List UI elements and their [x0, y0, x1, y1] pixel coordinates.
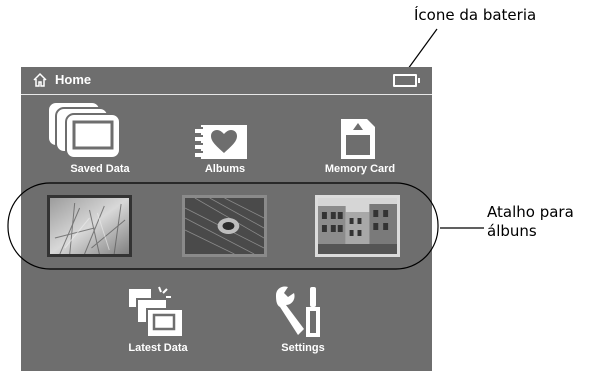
latest-data-icon	[129, 286, 184, 338]
album-shortcut-callout-line1: Atalho para	[487, 203, 574, 221]
albums-icon	[195, 125, 247, 159]
memory-card-label: Memory Card	[324, 163, 396, 175]
building-street-photo-icon	[318, 198, 397, 254]
memory-card-icon	[341, 119, 375, 159]
page-title: Home	[55, 72, 92, 87]
title-bar: Home	[21, 67, 432, 95]
device-screen: Home Saved Data Albums	[21, 67, 432, 371]
saved-data-icon	[47, 101, 121, 159]
album-thumbnail-3[interactable]	[315, 195, 400, 257]
latest-data-label: Latest Data	[128, 342, 188, 354]
grass-photo-icon	[50, 198, 129, 254]
peacock-feather-photo-icon	[185, 198, 264, 254]
saved-data-label: Saved Data	[70, 163, 130, 175]
album-shortcut-callout-line2: álbuns	[487, 222, 537, 240]
settings-label: Settings	[281, 342, 325, 354]
albums-label: Albums	[204, 163, 246, 175]
album-thumbnail-1[interactable]	[47, 195, 132, 257]
settings-icon	[276, 286, 320, 337]
album-thumbnail-2[interactable]	[182, 195, 267, 257]
battery-icon	[393, 74, 420, 87]
battery-icon-callout: Ícone da bateria	[414, 6, 537, 24]
home-icon	[33, 72, 47, 87]
